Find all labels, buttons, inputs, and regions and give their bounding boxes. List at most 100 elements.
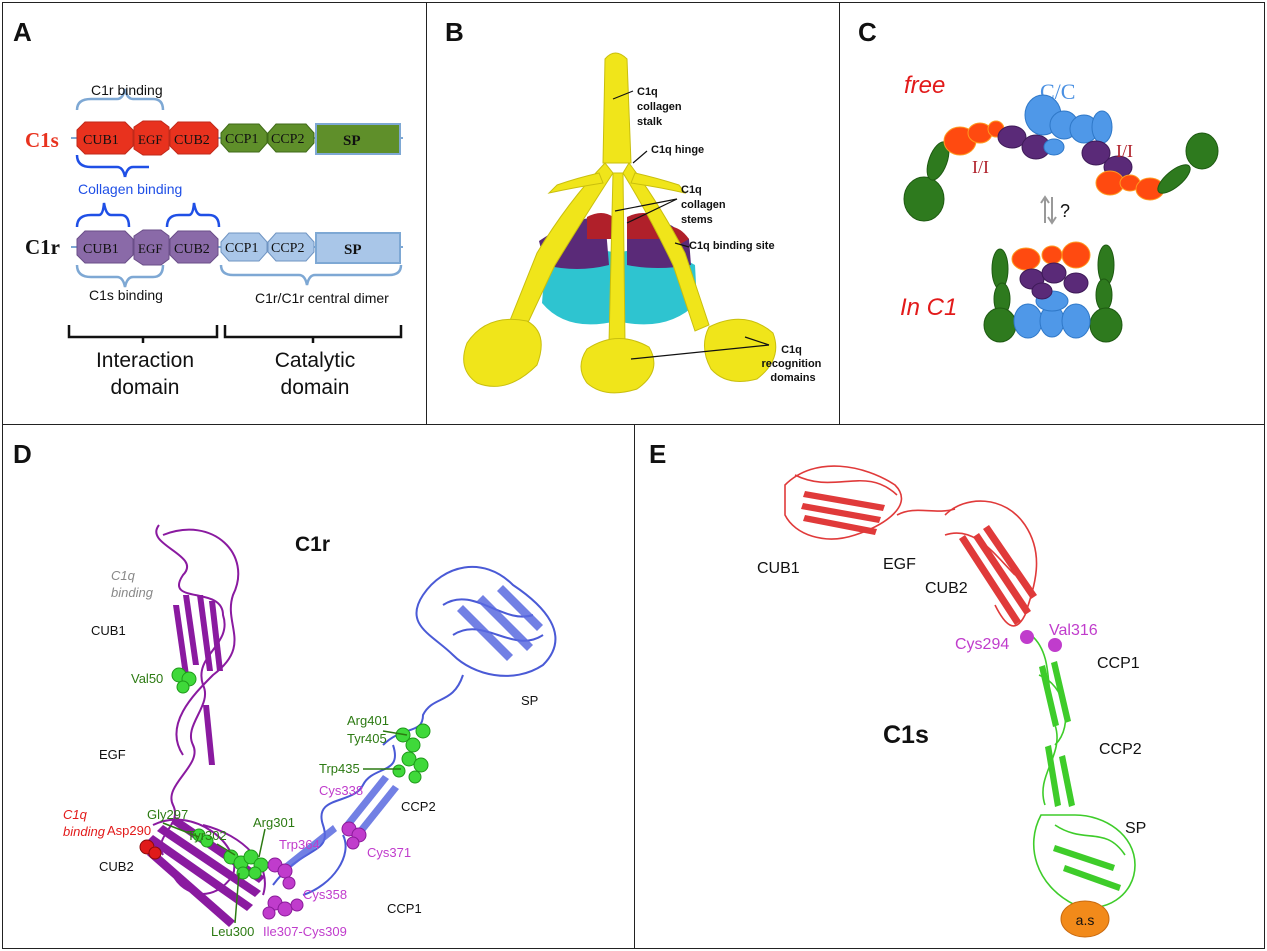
- panel-label-b: B: [445, 17, 464, 47]
- c1r-ribbon-structure: C1r C1q binding CUB1 Val50 EGF C1q bindi…: [63, 524, 557, 939]
- c1q-binding-bottom: C1q binding: [63, 807, 106, 839]
- c1s-ccp1-label: CCP1: [225, 132, 258, 147]
- active-site-label: a.s: [1076, 912, 1095, 928]
- cub1-label: CUB1: [91, 623, 126, 638]
- c1r-binding-brace: [75, 88, 165, 111]
- cub2-label: CUB2: [99, 859, 134, 874]
- asp290-label: Asp290: [107, 823, 151, 838]
- in-c1-label: In C1: [900, 294, 957, 321]
- interaction-label-1: Interaction: [96, 349, 194, 372]
- c1q-head-center: [580, 338, 655, 394]
- c1s-ccp2: [267, 123, 315, 153]
- c1s-cub-egf-ribbon: [784, 465, 1038, 627]
- magenta-atoms: [262, 821, 367, 920]
- c1r-cub1-label: CUB1: [83, 242, 119, 257]
- c1r-cub2-label: CUB2: [174, 242, 210, 257]
- recognition-label: C1q recognition domains: [762, 344, 825, 384]
- egf-label: EGF: [99, 747, 126, 762]
- c1r-cub1: [76, 230, 134, 264]
- egf-label-e: EGF: [883, 556, 916, 573]
- panel-label-e: E: [649, 439, 667, 469]
- green-atoms: [171, 667, 431, 880]
- cys338-label: Cys338: [319, 783, 363, 798]
- tyr405-label: Tyr405: [347, 731, 387, 746]
- sp-label-e: SP: [1125, 820, 1146, 837]
- c1r-egf: [133, 229, 170, 266]
- collagen-binding-label: Collagen binding: [78, 181, 182, 197]
- c1r-binding-label: C1r binding: [91, 82, 163, 98]
- ccp1-label-e: CCP1: [1097, 655, 1140, 672]
- c1s-label: C1s: [25, 128, 59, 152]
- panel-label-d: D: [13, 439, 32, 469]
- c1q-stalk: [602, 52, 632, 164]
- c1s-ccp1: [220, 123, 268, 153]
- c1q-head-right: [704, 318, 777, 382]
- c1s-sp: [315, 123, 401, 155]
- ccp1-label: CCP1: [387, 901, 422, 916]
- c1s-cub1-label: CUB1: [83, 133, 119, 148]
- c1s-egf-label: EGF: [138, 132, 163, 147]
- c1s-title: C1s: [883, 721, 929, 749]
- panel-a: A C1r binding C1s CUB1 EGF CUB2 CCP1 CCP…: [2, 2, 428, 426]
- free-label: free: [904, 72, 945, 99]
- stalk-label: C1q collagen stalk: [637, 86, 685, 128]
- panel-c: C free C/C I/I I/I ?: [839, 2, 1265, 426]
- c1r-egf-label: EGF: [138, 241, 163, 256]
- ii-left-label: I/I: [972, 157, 989, 177]
- c1s-ribbon-structure: CUB1 EGF CUB2 Cys294 Val316 CCP1 C1s CCP…: [757, 465, 1146, 938]
- panel-label-a: A: [13, 17, 32, 47]
- catalytic-label-2: domain: [281, 376, 350, 399]
- tyr302-label: Tyr302: [187, 828, 227, 843]
- interaction-label-2: domain: [111, 376, 180, 399]
- c1s-binding-label: C1s binding: [89, 287, 163, 303]
- ile307-label: Ile307-Cys309: [263, 924, 347, 939]
- c1-complex-structure: C1q collagen stalk C1q hinge C1q collage…: [463, 52, 825, 394]
- ccp2-label: CCP2: [401, 799, 436, 814]
- cys358-label: Cys358: [303, 887, 347, 902]
- c1r-sp: [315, 232, 401, 264]
- panel-b: B C1q collagen stalk: [426, 2, 841, 426]
- c1r-ccp1-label: CCP1: [225, 241, 258, 256]
- arg401-label: Arg401: [347, 713, 389, 728]
- c1r-title: C1r: [295, 533, 330, 556]
- gly297-label: Gly297: [147, 807, 188, 822]
- cub2-label-e: CUB2: [925, 580, 968, 597]
- catalytic-label-1: Catalytic: [275, 349, 356, 372]
- question-label: ?: [1060, 201, 1070, 221]
- stems-label: C1q collagen stems: [681, 184, 729, 226]
- ccp2-label-e: CCP2: [1099, 741, 1142, 758]
- cys371-label: Cys371: [367, 845, 411, 860]
- arg301-label: Arg301: [253, 815, 295, 830]
- cys294-label: Cys294: [955, 636, 1009, 653]
- central-dimer-label: C1r/C1r central dimer: [255, 290, 389, 306]
- trp364-label: Trp364: [279, 837, 320, 852]
- trp435-label: Trp435: [319, 761, 360, 776]
- leu300-label: Leu300: [211, 924, 254, 939]
- magenta-atoms-e: [1020, 630, 1062, 652]
- panel-e: E: [634, 424, 1265, 949]
- c1s-egf: [133, 120, 170, 156]
- c1r-ccp2-label: CCP2: [271, 241, 304, 256]
- domain-diagram: C1r binding C1s CUB1 EGF CUB2 CCP1 CCP2 …: [25, 82, 403, 399]
- c1r-ccp2: [267, 232, 315, 262]
- val316-label: Val316: [1049, 622, 1098, 639]
- panel-d: D: [2, 424, 636, 949]
- c1r-cub2: [169, 230, 219, 264]
- c1q-binding-top: C1q binding: [111, 568, 154, 600]
- binding-site-label: C1q binding site: [689, 240, 775, 252]
- ii-right-label: I/I: [1116, 141, 1133, 161]
- c1s-ccp2-label: CCP2: [271, 132, 304, 147]
- c1s-sp-label: SP: [343, 133, 361, 149]
- c1r-ccp1: [220, 232, 268, 262]
- val50-label: Val50: [131, 671, 163, 686]
- active-site-marker: [1060, 900, 1110, 938]
- c1s-cub2-label: CUB2: [174, 133, 210, 148]
- c1s-cub1: [76, 121, 134, 155]
- c1-assembly-scheme: free C/C I/I I/I ?: [900, 72, 1219, 343]
- c1r-sp-label: SP: [344, 242, 362, 258]
- panel-label-c: C: [858, 17, 877, 47]
- c1s-cub2: [169, 121, 219, 155]
- c1q-head-left: [463, 318, 542, 387]
- cub1-label-e: CUB1: [757, 560, 800, 577]
- hinge-label: C1q hinge: [651, 144, 704, 156]
